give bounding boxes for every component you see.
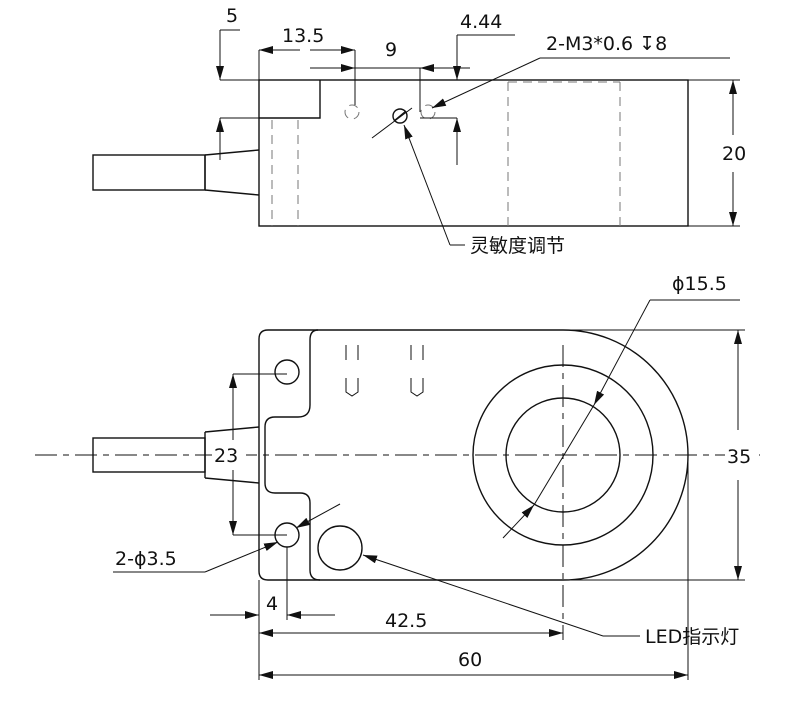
dim-9: 9 xyxy=(385,39,397,61)
dim-phi-15-5: ϕ15.5 xyxy=(672,273,727,295)
dim-5: 5 xyxy=(226,5,238,27)
dim-23: 23 xyxy=(214,445,238,467)
thread-note: 2-M3*0.6 ↧8 xyxy=(546,33,667,55)
hole-note: 2-ϕ3.5 xyxy=(115,548,177,570)
dim-42-5: 42.5 xyxy=(385,610,427,632)
sensitivity-adjust-label: 灵敏度调节 xyxy=(470,235,565,257)
mount-hole xyxy=(274,359,300,385)
thread-hole xyxy=(344,104,360,120)
sensor-body-front xyxy=(258,329,689,581)
dim-13-5: 13.5 xyxy=(282,25,324,47)
led-indicator-label: LED指示灯 xyxy=(645,626,739,648)
adjust-screw-icon[interactable] xyxy=(392,108,408,124)
sensing-ring xyxy=(472,364,654,546)
cable-gland xyxy=(204,149,260,196)
dim-60: 60 xyxy=(458,649,482,671)
dim-4-44: 4.44 xyxy=(460,11,502,33)
dim-35: 35 xyxy=(727,446,751,468)
sensing-hole xyxy=(505,397,621,513)
top-view: 5 13.5 9 4.44 2-M3*0.6 ↧8 20 灵敏度调节 xyxy=(92,5,746,257)
cable-gland xyxy=(204,426,260,484)
sensor-body-top xyxy=(258,79,689,227)
front-view: ϕ15.5 23 35 2-ϕ3.5 4 42.5 60 LED指示灯 xyxy=(35,273,760,680)
led-indicator-icon xyxy=(317,525,363,571)
dim-4: 4 xyxy=(266,593,278,615)
dim-20: 20 xyxy=(722,143,746,165)
cable xyxy=(92,154,206,191)
thread-hole xyxy=(420,104,436,120)
